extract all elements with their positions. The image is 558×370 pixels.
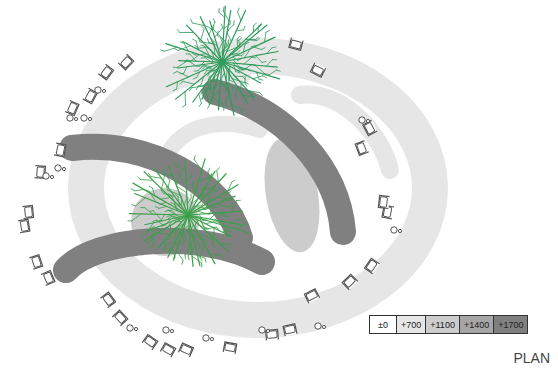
plate xyxy=(95,87,101,93)
legend-swatch: ±0 xyxy=(370,316,397,333)
glass xyxy=(50,175,53,178)
plate xyxy=(43,173,49,179)
chair xyxy=(160,343,175,358)
plate xyxy=(391,227,397,233)
chair xyxy=(223,342,237,354)
chair xyxy=(142,334,158,349)
chair xyxy=(283,324,297,336)
chair xyxy=(355,141,369,156)
plate xyxy=(67,115,73,121)
legend-text: ±0 xyxy=(378,320,388,330)
chair xyxy=(118,54,134,70)
legend-text: +1400 xyxy=(464,320,489,330)
legend-swatch: +1100 xyxy=(426,316,460,333)
level-1700 xyxy=(66,92,343,270)
chair xyxy=(29,255,42,270)
chair xyxy=(364,258,379,274)
chair xyxy=(363,120,377,135)
chair xyxy=(304,289,319,303)
tree-canopy xyxy=(128,6,280,267)
legend-swatch: +1700 xyxy=(494,316,527,333)
glass xyxy=(170,329,173,332)
chair xyxy=(22,206,33,219)
glass xyxy=(62,167,65,170)
chair xyxy=(310,63,325,77)
glass xyxy=(134,327,137,330)
chair xyxy=(54,143,66,157)
chair xyxy=(378,195,389,208)
legend-swatch: +700 xyxy=(397,316,426,333)
chair xyxy=(342,274,358,290)
plate xyxy=(55,165,61,171)
chairs xyxy=(18,38,401,358)
chair xyxy=(100,292,115,308)
legend-text: +1700 xyxy=(498,320,523,330)
plate xyxy=(81,115,87,121)
plate xyxy=(359,117,365,123)
legend-text: +1100 xyxy=(430,320,455,330)
glass xyxy=(102,89,105,92)
chair xyxy=(65,101,79,116)
plate xyxy=(127,325,133,331)
chair xyxy=(178,343,193,357)
glass xyxy=(74,117,77,120)
chair xyxy=(289,38,303,51)
glass xyxy=(266,329,269,332)
tree xyxy=(161,6,280,116)
legend-text: +700 xyxy=(401,320,421,330)
glass xyxy=(210,337,213,340)
chair xyxy=(18,219,30,232)
glass xyxy=(366,119,369,122)
raised-ring xyxy=(86,56,430,320)
legend-swatch: +1400 xyxy=(460,316,494,333)
plate xyxy=(163,327,169,333)
elevation-legend: ±0 +700 +1100 +1400 +1700 xyxy=(369,315,528,334)
plate xyxy=(315,323,321,329)
drawing-title: PLAN xyxy=(513,350,550,366)
chair xyxy=(112,310,128,326)
plate xyxy=(259,327,265,333)
glass xyxy=(88,117,91,120)
glass xyxy=(398,229,401,232)
glass xyxy=(322,325,325,328)
tree xyxy=(128,155,250,267)
chair xyxy=(98,64,113,80)
chair xyxy=(266,329,279,340)
plate xyxy=(203,335,209,341)
chair xyxy=(41,271,55,286)
